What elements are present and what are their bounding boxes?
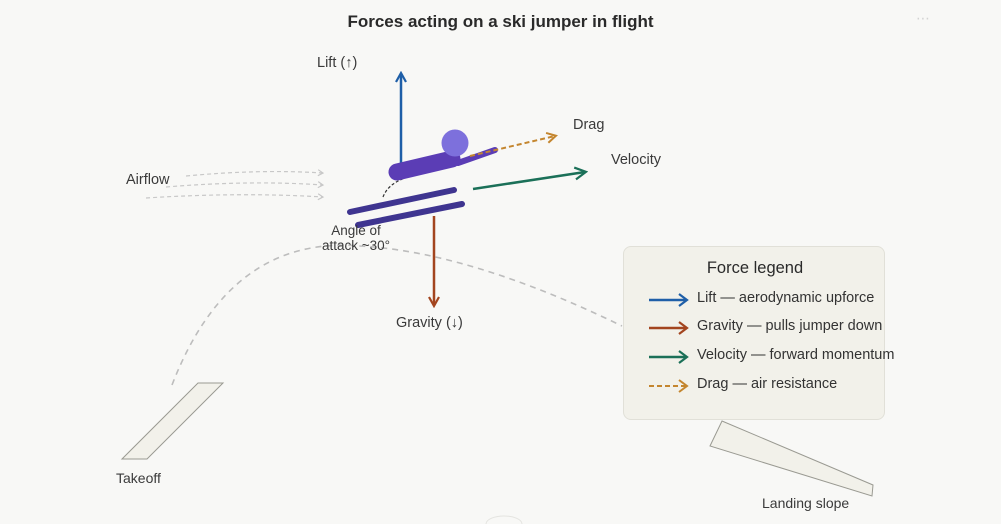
angle-arc	[382, 177, 406, 198]
legend-title: Force legend	[706, 259, 804, 277]
flight-path	[171, 244, 623, 386]
angle-label-line1: Angle of	[331, 223, 381, 238]
angle-of-attack-label: Angle of attack ~30°	[303, 223, 409, 253]
landing-slope	[709, 420, 874, 497]
airflow-label: Airflow	[126, 172, 170, 188]
legend-lift-arrow-icon	[649, 293, 689, 307]
velocity-label: Velocity	[611, 152, 661, 168]
velocity-arrow	[472, 172, 585, 191]
legend-lift-label: Lift — aerodynamic upforce	[697, 290, 875, 306]
jumper-head	[441, 129, 469, 157]
jumper-body	[388, 150, 461, 181]
takeoff-label: Takeoff	[116, 470, 161, 486]
more-options-icon[interactable]: ⋯	[916, 10, 931, 26]
jumper	[388, 129, 498, 181]
legend-drag-label: Drag — air resistance	[697, 376, 838, 392]
angle-label-line2: attack ~30°	[321, 238, 391, 253]
lift-label: Lift (↑)	[317, 55, 358, 71]
force-legend: Force legend Lift — aerodynamic upforce …	[623, 246, 894, 420]
drag-arrow	[469, 136, 555, 157]
gravity-label: Gravity (↓)	[396, 315, 463, 331]
drag-label: Drag	[573, 117, 605, 133]
landing-slope-label: Landing slope	[762, 495, 850, 511]
legend-gravity-arrow-icon	[649, 321, 689, 335]
legend-gravity-label: Gravity — pulls jumper down	[697, 318, 883, 334]
skis	[347, 187, 465, 228]
bottom-handle	[485, 515, 523, 524]
legend-drag-arrow-icon	[649, 379, 689, 393]
legend-velocity-label: Velocity — forward momentum	[697, 347, 895, 363]
legend-velocity-arrow-icon	[649, 350, 689, 364]
airflow-lines	[145, 169, 325, 201]
diagram-title: Forces acting on a ski jumper in flight	[347, 12, 654, 31]
takeoff-ramp	[120, 382, 225, 460]
